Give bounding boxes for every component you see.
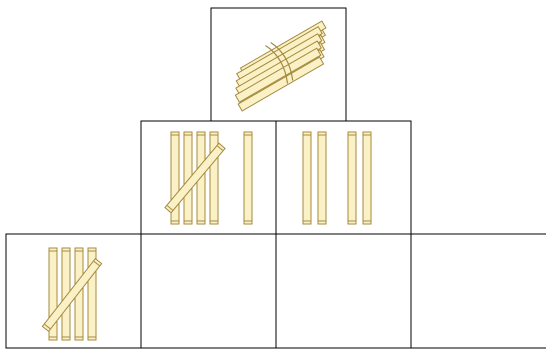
single-stick [303, 132, 311, 224]
cell-bottom-4 [411, 234, 546, 348]
cell-bottom-2 [141, 234, 276, 348]
single-stick [348, 132, 356, 224]
cell-middle-right [276, 121, 411, 235]
single-stick [363, 132, 371, 224]
single-stick [318, 132, 326, 224]
cell-bottom-3 [276, 234, 411, 348]
single-stick [244, 132, 252, 224]
cell-middle-left [141, 121, 276, 235]
